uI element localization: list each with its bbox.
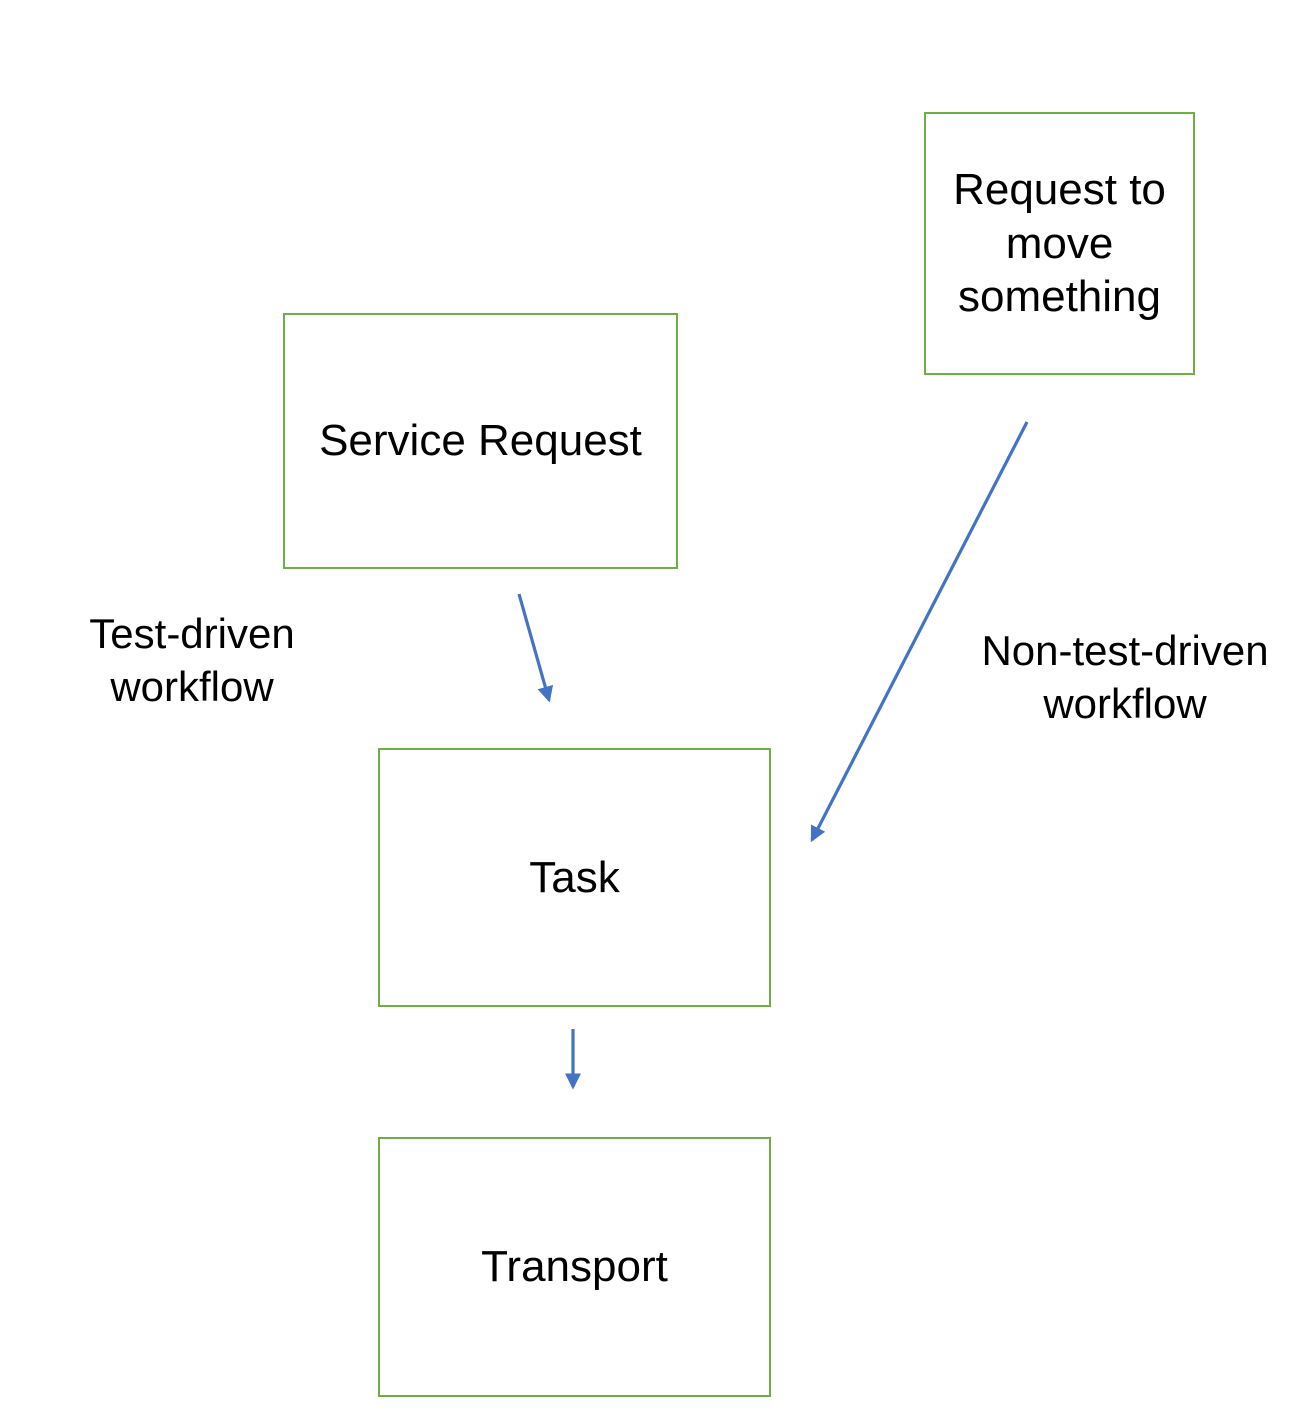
node-task-label: Task: [529, 852, 620, 902]
node-service-request-label: Service Request: [319, 416, 642, 466]
annotation-non-test-driven-workflow: Non-test-driven workflow: [981, 627, 1269, 727]
annotation-test-driven-workflow: Test-driven workflow: [89, 610, 295, 710]
node-task[interactable]: Task: [378, 748, 771, 1007]
node-service-request[interactable]: Service Request: [283, 313, 678, 569]
edge-service-request-to-task: [517, 593, 554, 703]
node-transport[interactable]: Transport: [378, 1137, 771, 1397]
node-request-to-move-something-label: Request to move something: [953, 164, 1166, 322]
node-transport-label: Transport: [481, 1242, 668, 1292]
node-request-to-move-something[interactable]: Request to move something: [924, 112, 1195, 375]
